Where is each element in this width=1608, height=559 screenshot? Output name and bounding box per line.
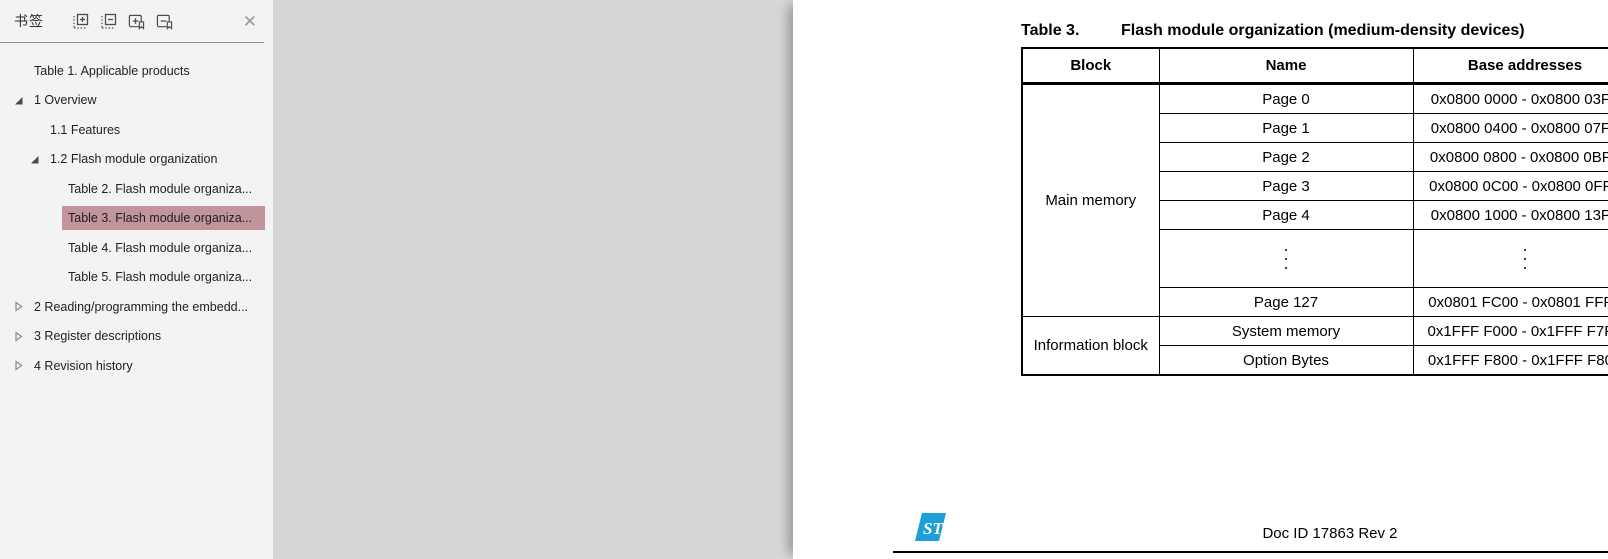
name-cell: Page 3 — [1158, 171, 1414, 201]
base-cell: 0x1FFF F800 - 0x1FFF F80F — [1412, 345, 1608, 376]
st-logo: ST — [915, 512, 947, 550]
bookmarks-tree: Table 1. Applicable products 1 Overview 1.… — [0, 43, 273, 381]
column-header: Base addresses — [1412, 47, 1608, 85]
bookmark-label: Table 3. Flash module organiza... — [62, 206, 265, 231]
bookmark-item[interactable]: 3 Register descriptions — [0, 322, 273, 352]
bookmark-label: 4 Revision history — [34, 358, 133, 373]
name-cell: Page 0 — [1158, 83, 1414, 114]
expanded-triangle-icon[interactable] — [28, 153, 41, 166]
toggle-spacer — [12, 64, 25, 77]
bookmarks-panel: 书签 — [0, 0, 273, 559]
bookmark-item[interactable]: 2 Reading/programming the embedd... — [0, 292, 273, 322]
table-caption: Table 3. Flash module organization (medi… — [1021, 22, 1525, 40]
bookmark-label: Table 2. Flash module organiza... — [68, 181, 253, 196]
collapse-all-icon[interactable] — [100, 13, 117, 30]
base-cell: 0x0800 0000 - 0x0800 03FF — [1412, 83, 1608, 114]
bookmark-label: Table 5. Flash module organiza... — [68, 270, 253, 285]
base-cell: 0x1FFF F000 - 0x1FFF F7FF — [1412, 316, 1608, 346]
document-canvas: Table 3. Flash module organization (medi… — [273, 0, 1608, 559]
bookmarks-title: 书签 — [14, 13, 44, 29]
bookmark-item[interactable]: Table 5. Flash module organiza... — [0, 263, 273, 293]
bookmark-item[interactable]: Table 4. Flash module organiza... — [0, 233, 273, 263]
base-cell: 0x0800 0400 - 0x0800 07FF — [1412, 113, 1608, 143]
bookmark-item[interactable]: 4 Revision history — [0, 351, 273, 381]
bookmark-item[interactable]: Table 2. Flash module organiza... — [0, 174, 273, 204]
name-cell: System memory — [1158, 316, 1414, 346]
name-cell: Page 2 — [1158, 142, 1414, 172]
bookmark-item[interactable]: 1 Overview — [0, 86, 273, 116]
base-cell: 0x0800 1000 - 0x0800 13FF — [1412, 200, 1608, 230]
block-cell: Main memory — [1021, 83, 1160, 317]
bookmark-item[interactable]: Table 1. Applicable products — [0, 56, 273, 86]
base-cell: 0x0800 0800 - 0x0800 0BFF — [1412, 142, 1608, 172]
collapsed-triangle-icon[interactable] — [12, 300, 25, 313]
toggle-spacer — [28, 123, 41, 136]
bookmark-label: 1.1 Features — [50, 122, 121, 137]
add-bookmark-icon[interactable] — [128, 13, 145, 30]
toggle-spacer — [46, 182, 59, 195]
collapsed-triangle-icon[interactable] — [12, 359, 25, 372]
remove-bookmark-icon[interactable] — [156, 13, 173, 30]
bookmark-item[interactable]: 1.2 Flash module organization — [0, 145, 273, 175]
bookmarks-toolbar — [72, 13, 173, 30]
bookmark-label: Table 1. Applicable products — [34, 63, 190, 78]
table-caption-text: Flash module organization (medium-densit… — [1121, 22, 1525, 39]
bookmark-item[interactable]: 1.1 Features — [0, 115, 273, 145]
expand-all-icon[interactable] — [72, 13, 89, 30]
base-cell: 0x0800 0C00 - 0x0800 0FFF — [1412, 171, 1608, 201]
expanded-triangle-icon[interactable] — [12, 94, 25, 107]
name-cell: Page 1 — [1158, 113, 1414, 143]
bookmarks-header: 书签 — [0, 0, 273, 42]
bookmark-label: Table 4. Flash module organiza... — [68, 240, 253, 255]
toggle-spacer — [46, 241, 59, 254]
block-cell: Information block — [1021, 316, 1160, 376]
table-row — [1022, 229, 1608, 288]
page-footer: ST Doc ID 17863 Rev 2 7/31 — [893, 494, 1608, 553]
bookmark-item[interactable]: Table 3. Flash module organiza... — [0, 204, 273, 234]
toggle-spacer — [46, 212, 59, 225]
doc-id-text: Doc ID 17863 Rev 2 — [1262, 525, 1398, 542]
pdf-page: Table 3. Flash module organization (medi… — [793, 0, 1608, 559]
collapsed-triangle-icon[interactable] — [12, 330, 25, 343]
table-caption-number: Table 3. — [1021, 22, 1080, 39]
name-cell — [1158, 229, 1414, 288]
bookmark-label: 1.2 Flash module organization — [50, 152, 218, 167]
column-header: Block — [1021, 47, 1160, 85]
base-cell — [1412, 229, 1608, 288]
name-cell: Page 4 — [1158, 200, 1414, 230]
bookmark-label: 1 Overview — [34, 93, 97, 108]
base-cell: 0x0801 FC00 - 0x0801 FFFF — [1412, 287, 1608, 317]
sidebar-divider — [0, 42, 264, 43]
toggle-spacer — [46, 271, 59, 284]
bookmark-label: 2 Reading/programming the embedd... — [34, 299, 249, 314]
close-icon[interactable]: ✕ — [242, 11, 257, 31]
bookmark-label: 3 Register descriptions — [34, 329, 162, 344]
column-header: Name — [1158, 47, 1414, 85]
name-cell: Option Bytes — [1158, 345, 1414, 376]
st-logo-text: ST — [923, 519, 943, 538]
name-cell: Page 127 — [1158, 287, 1414, 317]
